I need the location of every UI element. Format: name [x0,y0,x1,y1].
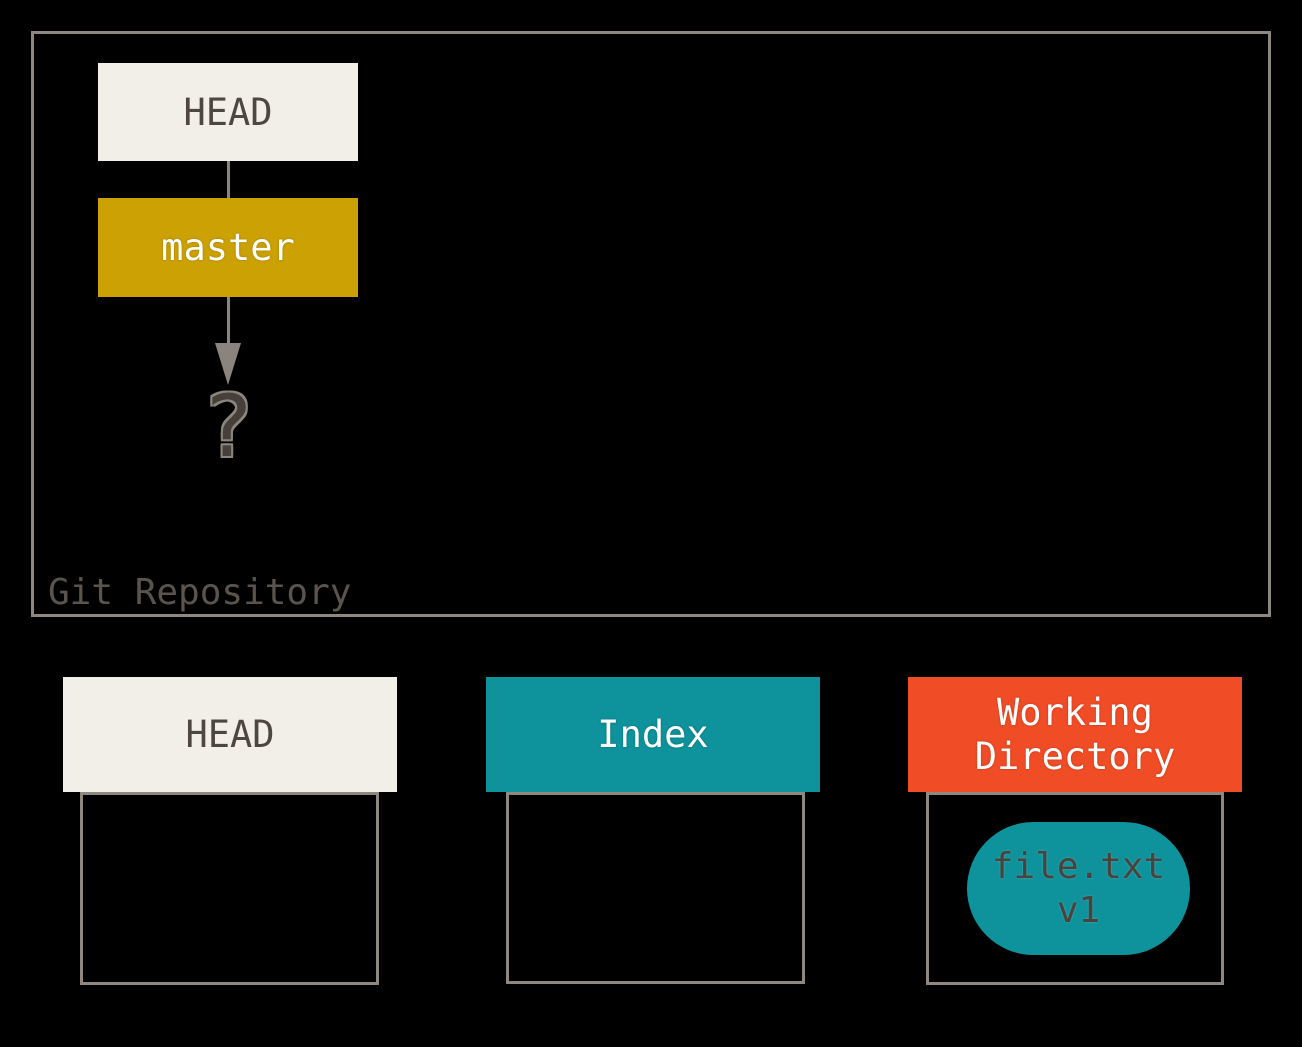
master-to-commit-arrow-line [227,297,230,344]
git-repository-box [31,31,1271,617]
file-version-label: v1 [1056,889,1101,931]
index-area-body [506,792,805,984]
head-area-label: HEAD [185,712,275,756]
file-node: file.txt v1 [967,822,1190,955]
index-area-label: Index [597,712,709,756]
head-ref-label: HEAD [183,90,273,134]
unknown-commit-placeholder: ? [202,377,254,477]
working-directory-area-header: Working Directory [908,677,1242,792]
down-arrowhead-icon [215,343,241,385]
working-directory-area-body [926,792,1224,985]
head-area-body [80,792,379,985]
working-directory-area-label: Working Directory [974,690,1176,778]
master-branch-node: master [98,198,358,297]
head-area-header: HEAD [63,677,397,792]
file-name-label: file.txt [991,845,1166,887]
index-area-header: Index [486,677,820,792]
head-ref-node: HEAD [98,63,358,161]
git-repository-label: Git Repository [48,572,352,613]
master-branch-label: master [161,226,295,269]
head-to-master-connector-line [227,161,230,198]
